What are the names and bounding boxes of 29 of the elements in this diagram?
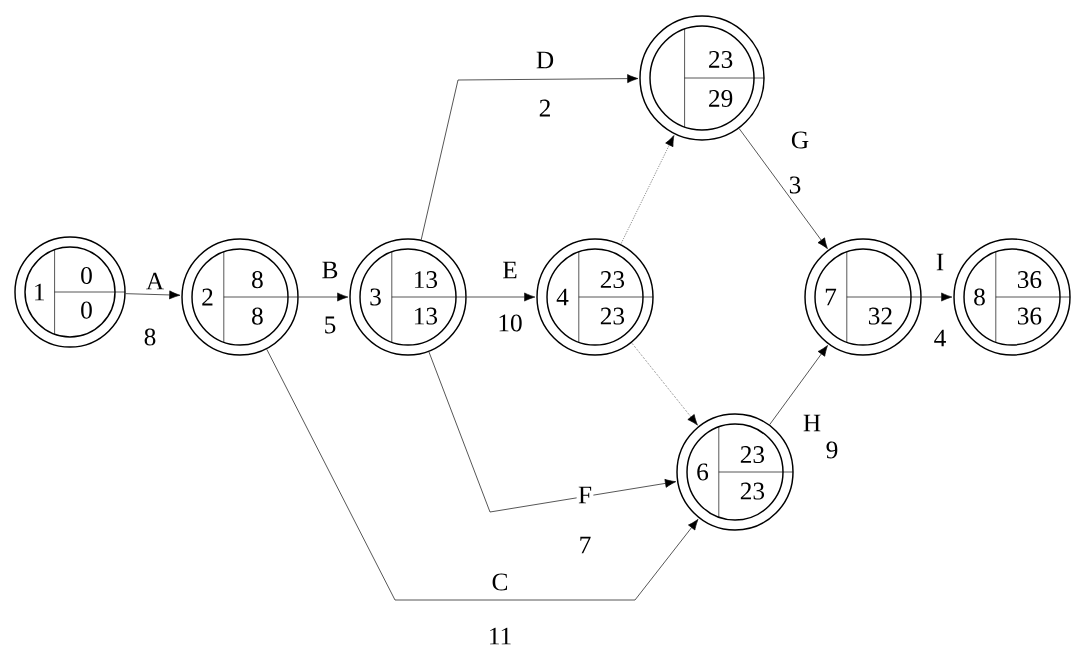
edge-label: G [789,130,811,150]
edge-label: F [576,485,594,505]
arrow [620,135,675,245]
edge-label: A [144,271,166,291]
edge-label: E [500,260,520,280]
arrow [466,292,536,302]
duration-label: 3 [789,176,801,194]
edge-label: I [934,252,946,272]
duration-label: 2 [539,99,550,117]
arrow [125,290,181,300]
duration-label: 4 [934,329,946,347]
arrow [921,292,953,302]
edge-label: D [534,50,556,70]
arrow [420,74,639,241]
arrow [769,345,828,425]
edge-label: B [320,260,340,280]
duration-label: 10 [499,314,522,332]
edge-label: C [490,572,510,592]
arrow [428,351,677,513]
duration-label: 5 [325,316,336,334]
duration-label: 8 [144,328,156,346]
arrow [631,342,698,426]
edge-label: H [801,413,823,433]
duration-label: 11 [490,627,511,645]
duration-label: 7 [580,536,591,554]
arrow [298,292,349,302]
arrow [266,348,699,601]
arrow [738,128,828,249]
duration-label: 9 [826,441,838,459]
